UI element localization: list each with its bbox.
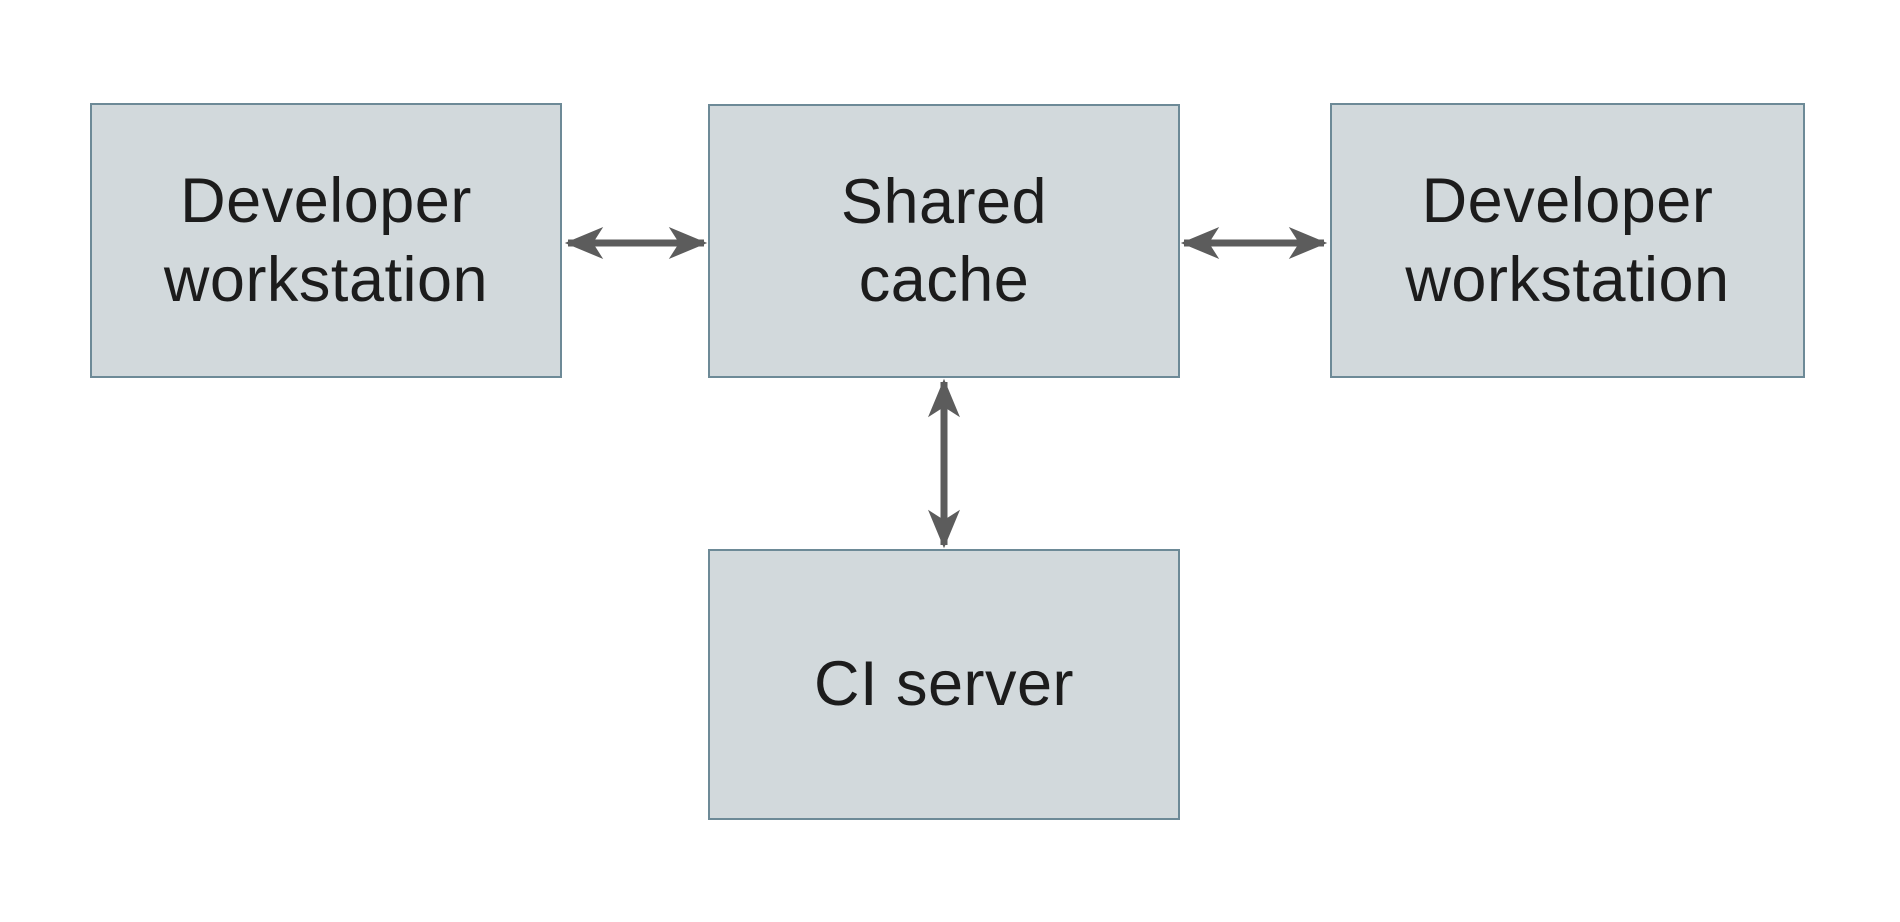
node-label-developer-workstation-right: Developer workstation: [1405, 166, 1730, 315]
node-label-shared-cache: Shared cache: [840, 166, 1048, 315]
node-label-developer-workstation-left: Developer workstation: [163, 166, 489, 315]
node-shared-cache: Shared cache: [708, 104, 1180, 378]
node-developer-workstation-left: Developer workstation: [90, 103, 562, 378]
node-ci-server: CI server: [708, 549, 1180, 820]
node-label-ci-server: CI server: [813, 649, 1075, 720]
node-developer-workstation-right: Developer workstation: [1330, 103, 1805, 378]
